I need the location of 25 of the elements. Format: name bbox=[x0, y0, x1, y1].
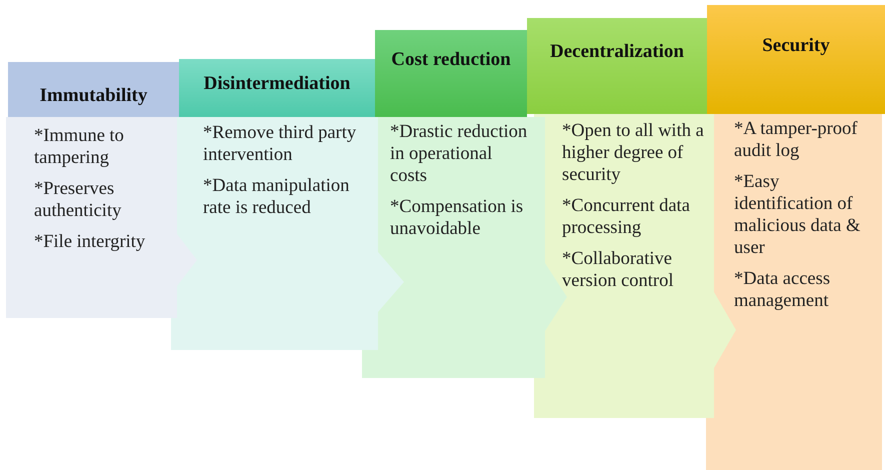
header-box bbox=[707, 5, 885, 114]
chevron-panel bbox=[706, 114, 882, 470]
header-box bbox=[179, 59, 375, 117]
bullet-text: *Data access management bbox=[734, 268, 832, 312]
bullet-text: *Preserves authenticity bbox=[34, 178, 122, 222]
bullet-text: *Open to all with a higher degree of security bbox=[562, 120, 704, 186]
header-box bbox=[527, 18, 707, 114]
bullet-text: *Immune to tampering bbox=[34, 125, 125, 169]
header-title: Disintermediation bbox=[204, 73, 350, 95]
bullet-text: *Drastic reduction in operational costs bbox=[390, 121, 528, 187]
header-title: Cost reduction bbox=[391, 48, 511, 70]
bullet-text: *Collaborative version control bbox=[562, 248, 674, 292]
header-title: Decentralization bbox=[550, 41, 684, 63]
bullet-text: *File intergrity bbox=[34, 231, 146, 253]
bullet-text: *Data manipulation rate is reduced bbox=[203, 175, 350, 219]
header-box bbox=[8, 62, 179, 117]
header-box bbox=[375, 30, 527, 117]
chevron-panel bbox=[6, 117, 197, 318]
bullet-text: *Remove third party intervention bbox=[203, 122, 358, 166]
bullet-text: *Compensation is unavoidable bbox=[390, 196, 524, 240]
bullet-text: *Easy identification of malicious data & user bbox=[734, 171, 862, 259]
header-title: Immutability bbox=[40, 84, 148, 106]
bullet-text: *A tamper-proof audit log bbox=[734, 118, 858, 162]
header-title: Security bbox=[762, 34, 830, 56]
bullet-text: *Concurrent data processing bbox=[562, 195, 691, 239]
